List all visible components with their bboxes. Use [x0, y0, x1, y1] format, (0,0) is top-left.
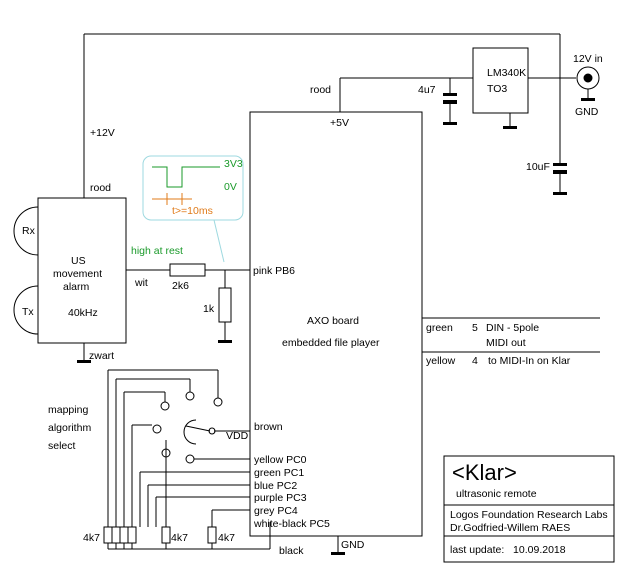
switch-contact [208, 427, 216, 435]
label-select: select [48, 440, 76, 452]
resistor-4k7 [161, 526, 171, 544]
gnd-symbol [331, 552, 345, 555]
label-pc2: blue PC2 [254, 480, 297, 492]
label-alarm: alarm [63, 281, 90, 293]
label-pc3: purple PC3 [254, 492, 307, 504]
waveform-callout [142, 155, 244, 221]
label-pink-pb6: pink PB6 [253, 265, 295, 277]
switch-contact [185, 391, 195, 401]
label-package: TO3 [487, 83, 507, 95]
connector-12v-pin [583, 73, 593, 83]
label-5v: +5V [330, 117, 349, 129]
gnd-symbol [77, 360, 91, 363]
gnd-symbol [581, 98, 595, 101]
label-0v: 0V [224, 181, 237, 193]
title-block-subtitle: ultrasonic remote [456, 488, 537, 500]
label-us: US [71, 255, 86, 267]
switch-contact [152, 424, 162, 434]
label-movement: movement [53, 268, 102, 280]
label-midi-green: green [426, 322, 453, 334]
label-4k7-bank: 4k7 [83, 532, 100, 544]
label-pc4: grey PC4 [254, 505, 298, 517]
label-2k6: 2k6 [172, 280, 189, 292]
resistor-4k7 [127, 526, 137, 544]
switch-contact [185, 454, 195, 464]
board-title: AXO board [307, 315, 359, 327]
title-block [443, 455, 615, 563]
label-timing: t>=10ms [172, 205, 213, 217]
label-mapping: mapping [48, 404, 88, 416]
switch-rotor [183, 419, 197, 445]
board-subtitle: embedded file player [282, 337, 380, 349]
label-midi-yellow: yellow [426, 355, 456, 367]
cap-4u7-plate [443, 93, 457, 96]
label-pc1: green PC1 [254, 467, 304, 479]
cap-10uf-plate [553, 170, 567, 174]
label-board-gnd: GND [341, 539, 365, 551]
label-zwart: zwart [89, 350, 114, 362]
switch-contact [213, 397, 223, 407]
label-midi-out: MIDI out [486, 337, 526, 349]
label-3v3: 3V3 [224, 158, 243, 170]
resistor-4k7 [111, 526, 121, 544]
title-block-name: <Klar> [452, 460, 517, 485]
switch-wiper [185, 425, 211, 432]
label-algorithm: algorithm [48, 422, 91, 434]
label-12v-in: 12V in [573, 53, 603, 65]
label-wit: wit [134, 277, 148, 289]
label-rood-5v: rood [310, 84, 331, 96]
label-4k7: 4k7 [171, 532, 188, 544]
gnd-symbol [443, 122, 457, 125]
label-gnd: GND [575, 106, 599, 118]
label-40khz: 40kHz [68, 307, 98, 319]
cap-10uf-plate [553, 163, 567, 166]
label-din: DIN - 5pole [486, 322, 539, 334]
callout-pointer [213, 219, 225, 263]
title-block-author: Dr.Godfried-Willem RAES [450, 522, 570, 534]
resistor-4k7 [207, 526, 217, 544]
cap-4u7-plate [443, 100, 457, 104]
label-high-at-rest: high at rest [131, 245, 183, 257]
label-rx: Rx [22, 225, 36, 237]
gnd-symbol [503, 126, 517, 129]
title-block-org: Logos Foundation Research Labs [450, 509, 608, 521]
rx-transducer [13, 206, 39, 256]
label-brown: brown [254, 421, 283, 433]
label-vdd: VDD [226, 430, 249, 442]
label-1k: 1k [203, 303, 215, 315]
resistor-4k7 [119, 526, 129, 544]
switch-contact [160, 401, 170, 411]
label-midi-pin5: 5 [472, 322, 478, 334]
resistor-4k7 [103, 526, 113, 544]
label-rood-12v: rood [90, 182, 111, 194]
label-4k7: 4k7 [218, 532, 235, 544]
label-cap-10uf: 10uF [526, 161, 550, 173]
resistor-1k [218, 287, 232, 323]
axo-board-outline [249, 111, 423, 537]
label-black: black [279, 545, 304, 557]
title-block-update: last update: 10.09.2018 [450, 544, 566, 556]
label-tx: Tx [22, 306, 34, 318]
tx-transducer [13, 285, 39, 335]
label-pc5: white-black PC5 [253, 518, 330, 530]
resistor-2k6 [169, 263, 206, 277]
waveform-trace [152, 166, 220, 188]
regulator-lm340k [472, 47, 529, 114]
label-midi-pin4: 4 [472, 355, 478, 367]
label-12v: +12V [90, 127, 115, 139]
label-cap-4u7: 4u7 [418, 84, 436, 96]
gnd-symbol [553, 192, 567, 195]
label-pc0: yellow PC0 [254, 454, 307, 466]
gnd-symbol [218, 340, 232, 343]
label-regulator: LM340K [487, 67, 526, 79]
label-to-klar: to MIDI-In on Klar [488, 355, 571, 367]
